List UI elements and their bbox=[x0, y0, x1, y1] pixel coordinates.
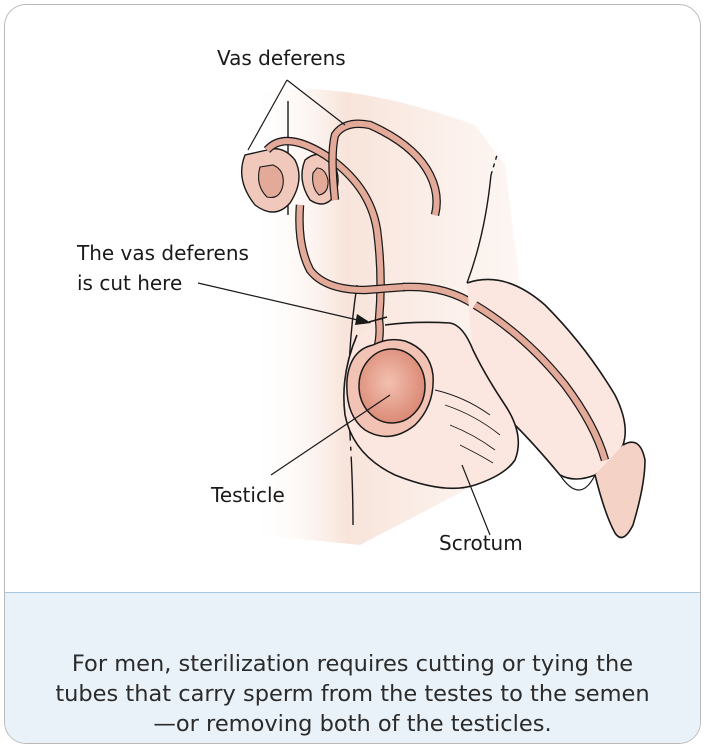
label-vas-deferens: Vas deferens bbox=[217, 46, 346, 70]
caption-panel: For men, sterilization requires cutting … bbox=[5, 592, 700, 744]
label-testicle: Testicle bbox=[210, 483, 285, 507]
label-cut-line2: is cut here bbox=[77, 271, 182, 295]
figure-card: Vas deferens The vas deferens is cut her… bbox=[4, 4, 701, 744]
anatomy-figure: Vas deferens The vas deferens is cut her… bbox=[5, 5, 700, 592]
caption-text: For men, sterilization requires cutting … bbox=[45, 649, 660, 739]
label-scrotum: Scrotum bbox=[439, 531, 523, 555]
label-cut-line1: The vas deferens bbox=[76, 241, 249, 265]
anatomy-illustration: Vas deferens The vas deferens is cut her… bbox=[5, 5, 700, 592]
testicle-shape bbox=[359, 349, 425, 423]
